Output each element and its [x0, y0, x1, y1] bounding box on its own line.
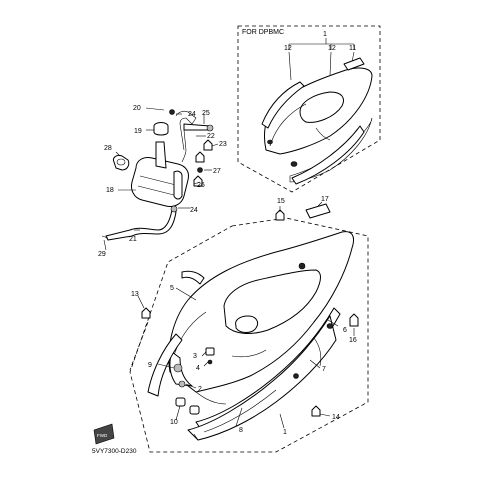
callout-7: 7: [322, 366, 326, 373]
inset-seat-cowl: [261, 57, 373, 185]
callout-17: 17: [321, 196, 329, 203]
nut-16: [349, 313, 359, 327]
callout-8: 8: [239, 427, 243, 434]
callout-6: 6: [343, 327, 347, 334]
callout-14: 14: [332, 414, 340, 421]
callout-21: 21: [129, 236, 137, 243]
callout-9: 9: [148, 362, 152, 369]
inset-callout-11: 11: [349, 45, 356, 52]
fwd-badge-label: FWD: [97, 433, 108, 438]
callout-4: 4: [196, 365, 200, 372]
collar-2: [178, 380, 186, 388]
damper-10b: [189, 405, 200, 415]
callout-29: 29: [98, 251, 106, 258]
callout-28: 28: [104, 145, 112, 152]
screw-15: [275, 209, 285, 221]
callout-18: 18: [106, 187, 114, 194]
leader-lines: [103, 107, 355, 429]
screw-14: [311, 405, 321, 417]
inset-callout-12a: 12: [284, 45, 292, 52]
decal-17: [305, 203, 331, 219]
callout-26: 26: [197, 182, 205, 189]
damper-3: [205, 347, 215, 356]
callout-24b: 24: [190, 207, 198, 214]
callout-22: 22: [207, 133, 215, 140]
damper-10a: [175, 397, 186, 407]
callout-5: 5: [170, 285, 174, 292]
bolt-4: [207, 359, 213, 365]
callout-24a: 24: [188, 111, 196, 118]
callout-3: 3: [193, 353, 197, 360]
callout-numbers: 20 24 25 19 22 23 28 27 26 18 24 21 29 1…: [98, 105, 357, 436]
callout-13: 13: [131, 291, 139, 298]
callout-27: 27: [213, 168, 221, 175]
main-panel: [129, 203, 369, 453]
callout-15: 15: [277, 198, 285, 205]
overflow-hose: [105, 209, 177, 241]
seat-cowl: [147, 231, 355, 441]
diagram-code: 5VY7300-D230: [92, 448, 137, 455]
callout-16: 16: [349, 337, 357, 344]
callout-25: 25: [202, 110, 210, 117]
callout-19: 19: [134, 128, 142, 135]
callout-23: 23: [219, 141, 227, 148]
callout-2: 2: [198, 386, 202, 393]
grommet-28: [113, 155, 130, 171]
callout-1: 1: [283, 429, 287, 436]
strap-5: [181, 270, 205, 285]
inset-panel: FOR DPBMC 1 12 12 11: [237, 25, 381, 193]
callout-20: 20: [133, 105, 141, 112]
inset-callout-12b: 12: [328, 45, 336, 52]
screw-13: [141, 307, 151, 319]
callout-10: 10: [170, 419, 178, 426]
inset-header: FOR DPBMC: [242, 29, 284, 36]
tank-assembly: [101, 109, 214, 241]
grommet-9: [173, 363, 183, 373]
inset-callout-1: 1: [323, 31, 327, 38]
fwd-badge: FWD: [93, 423, 115, 445]
